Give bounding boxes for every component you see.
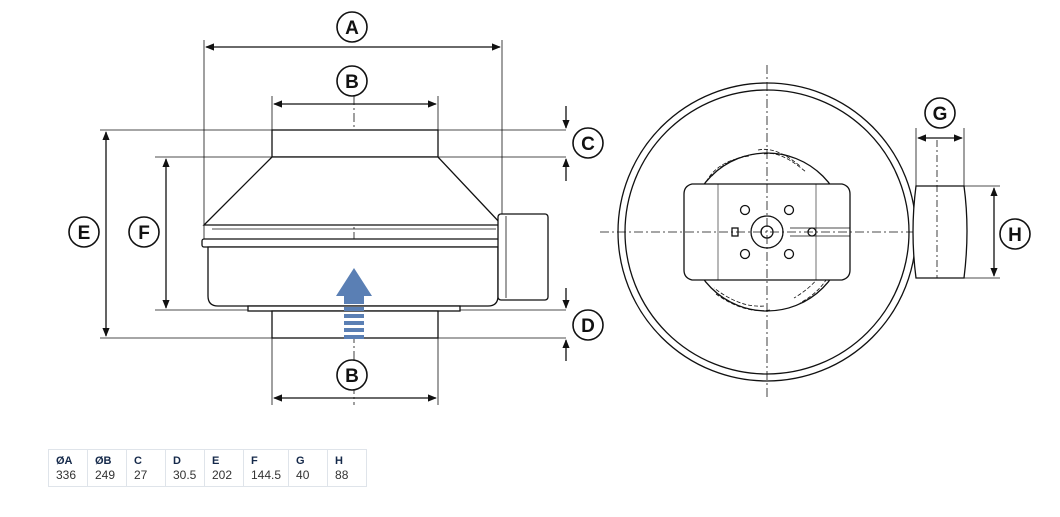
dim-value: 336 — [56, 468, 77, 482]
dim-value: 144.5 — [251, 468, 282, 482]
side-view — [100, 40, 570, 405]
dim-key: D — [173, 455, 181, 467]
label-a: A — [345, 18, 359, 39]
dim-value: 202 — [212, 468, 233, 482]
dim-value: 27 — [134, 468, 148, 482]
dim-key: H — [335, 455, 343, 467]
top-view — [600, 65, 1000, 398]
label-c: C — [581, 134, 595, 155]
label-e: E — [78, 223, 91, 244]
dim-value: 249 — [95, 468, 116, 482]
dim-value: 88 — [335, 468, 349, 482]
dim-key: ØA — [56, 455, 73, 467]
label-f: F — [138, 223, 150, 244]
label-h: H — [1008, 225, 1022, 246]
fan-dimension-drawing: A B B E F C D — [68, 11, 1031, 405]
up-arrow-icon — [336, 268, 372, 339]
dim-value: 40 — [296, 468, 310, 482]
dim-key: ØB — [95, 455, 112, 467]
dim-key: E — [212, 455, 220, 467]
dim-key: G — [296, 455, 305, 467]
label-b-bottom: B — [345, 366, 359, 387]
dim-value: 30.5 — [173, 468, 197, 482]
label-g: G — [933, 104, 948, 125]
label-b-top: B — [345, 72, 359, 93]
dim-key: F — [251, 455, 258, 467]
dim-key: C — [134, 455, 142, 467]
label-d: D — [581, 316, 595, 337]
